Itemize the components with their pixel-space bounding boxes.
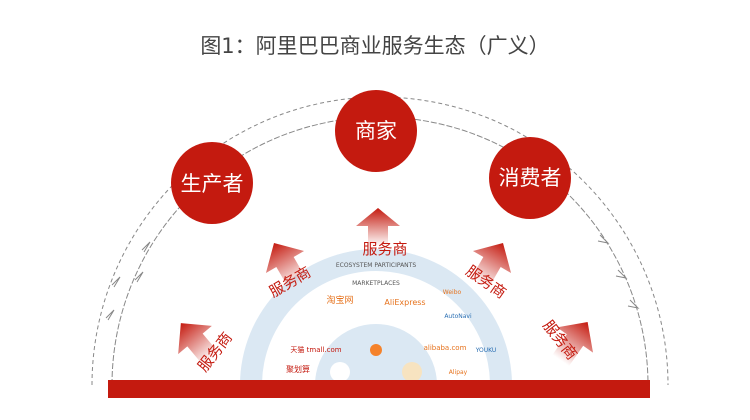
logo-aliexpress: AliExpress	[384, 298, 425, 307]
svg-text:商家: 商家	[355, 119, 397, 143]
arrow-up-icon	[552, 321, 594, 367]
logo-tmall: 天猫 tmall.com	[290, 345, 341, 354]
label-marketplaces: MARKETPLACES	[352, 280, 400, 287]
arc-chevrons	[105, 234, 640, 321]
logo-taobao: 淘宝网	[326, 294, 353, 306]
arrow-up-icon	[178, 323, 219, 366]
node-merchant: 商家	[335, 90, 417, 172]
label-ecosystem-participants: ECOSYSTEM PARTICIPANTS	[336, 262, 416, 269]
arrow-up-icon	[265, 242, 307, 289]
ecosystem-semicircle: ECOSYSTEM PARTICIPANTS MARKETPLACES 淘宝网 …	[240, 249, 512, 385]
logo-autonavi: AutoNavi	[444, 313, 472, 320]
logo-alibaba: alibaba.com	[424, 344, 467, 352]
logo-alipay: Alipay	[449, 369, 468, 376]
logo-youku: YOUKU	[475, 347, 497, 354]
node-producer: 生产者	[171, 142, 253, 224]
service-arrows	[178, 208, 594, 367]
base-bar	[108, 380, 650, 398]
arrow-up-icon	[470, 242, 512, 289]
service-label-3: 服务商	[362, 240, 407, 258]
logo-weibo: Weibo	[443, 289, 462, 296]
logo-juhuasuan: 聚划算	[286, 364, 310, 374]
arrow-up-icon	[356, 208, 400, 246]
svg-text:生产者: 生产者	[181, 172, 244, 196]
node-consumer: 消费者	[489, 137, 571, 219]
diagram-title: 图1：阿里巴巴商业服务生态（广义）	[200, 34, 550, 58]
svg-text:消费者: 消费者	[499, 166, 562, 190]
